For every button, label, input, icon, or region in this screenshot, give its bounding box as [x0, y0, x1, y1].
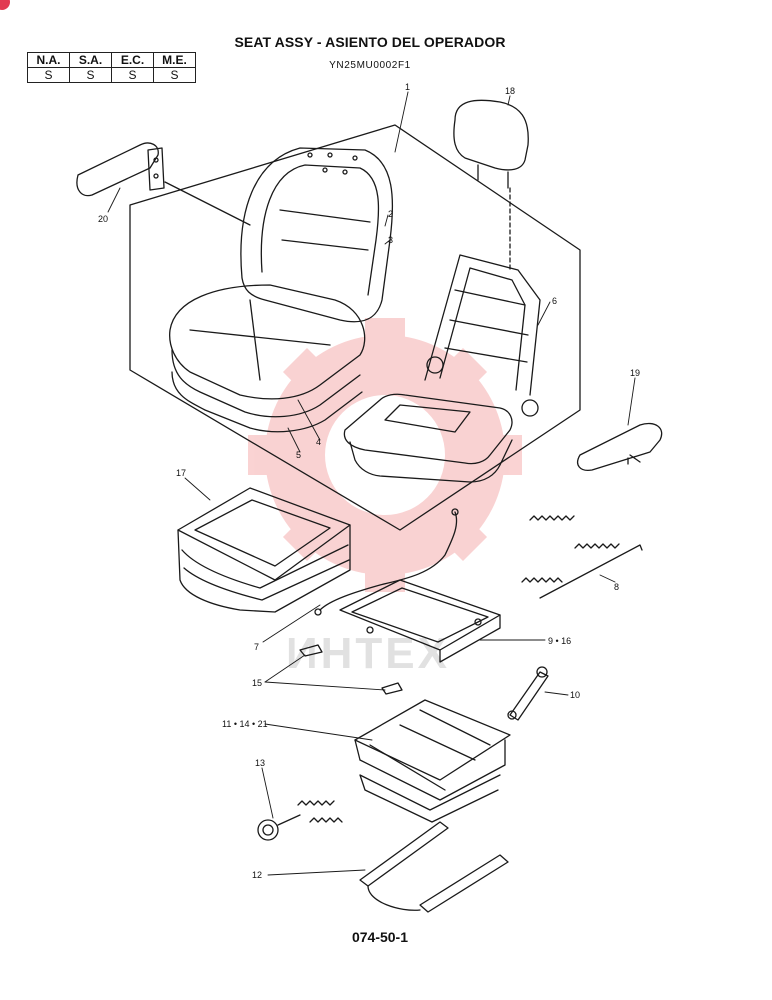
- springs: [521, 515, 643, 599]
- height-knob: [257, 800, 343, 841]
- page-number: 074-50-1: [351, 929, 409, 945]
- slide-rails: [359, 821, 509, 913]
- callout-18: 18: [505, 86, 515, 96]
- slide-rail-frame: [339, 579, 501, 663]
- armrest-right: [577, 422, 663, 471]
- headrest: [453, 99, 529, 273]
- callout-19: 19: [630, 368, 640, 378]
- callout-10: 10: [570, 690, 580, 700]
- suspension-cover: [177, 487, 351, 613]
- callout-9-16: 9 • 16: [548, 636, 571, 646]
- suspension-mechanism: [354, 699, 511, 823]
- region-table: N.A. S.A. E.C. M.E. S S S S: [27, 52, 196, 83]
- seat-cushion: [169, 284, 366, 433]
- callout-1: 1: [405, 82, 410, 92]
- region-value: S: [153, 67, 196, 83]
- callout-7: 7: [254, 642, 259, 652]
- corner-marker: [0, 0, 10, 10]
- callout-20: 20: [98, 214, 108, 224]
- callout-12: 12: [252, 870, 262, 880]
- region-header: S.A.: [69, 52, 112, 68]
- region-header: M.E.: [153, 52, 196, 68]
- seat-frame: [343, 254, 541, 483]
- callout-2: 2: [388, 209, 393, 219]
- armrest-left: [76, 142, 251, 226]
- adjust-cable: [314, 508, 459, 616]
- callout-8: 8: [614, 582, 619, 592]
- leader-lines: [107, 91, 636, 876]
- damper: [507, 666, 549, 721]
- callout-5: 5: [296, 450, 301, 460]
- callout-13: 13: [255, 758, 265, 768]
- callout-3: 3: [388, 235, 393, 245]
- callout-17: 17: [176, 468, 186, 478]
- diagram-code: YN25MU0002F1: [329, 60, 411, 71]
- assembly-outline: [129, 124, 581, 531]
- backrest: [240, 147, 394, 323]
- callout-15: 15: [252, 678, 262, 688]
- callout-4: 4: [316, 437, 321, 447]
- diagram-title: SEAT ASSY - ASIENTO DEL OPERADOR: [234, 34, 506, 50]
- watermark-gear-icon: [248, 318, 522, 592]
- levers: [299, 644, 403, 695]
- watermark-text: ИНТЕХ: [286, 629, 450, 678]
- callout-6: 6: [552, 296, 557, 306]
- callout-11-14-21: 11 • 14 • 21: [222, 719, 268, 729]
- callout-labels: 1 18 2 3 6 4 5 20 19 17 8 7 9 • 16 15 10…: [98, 82, 640, 880]
